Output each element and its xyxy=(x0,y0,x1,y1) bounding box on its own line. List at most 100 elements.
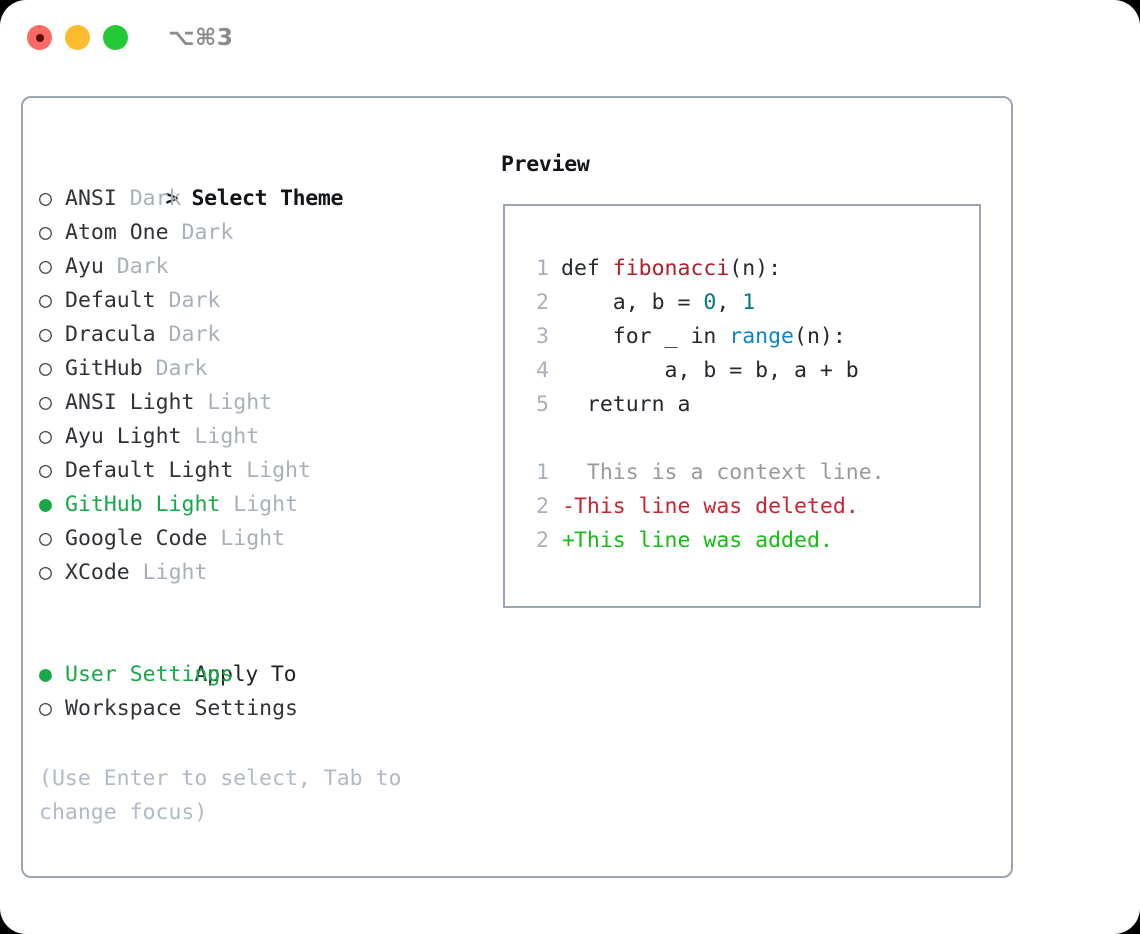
theme-option-variant: Dark xyxy=(116,186,182,211)
theme-option-variant: Light xyxy=(129,560,208,585)
code-token: for _ in xyxy=(561,324,730,349)
keyboard-hint: (Use Enter to select, Tab to change focu… xyxy=(39,766,402,825)
theme-option-variant: Light xyxy=(181,424,260,449)
radio-unselected-icon: ○ xyxy=(39,322,52,347)
code-line-number: 5 xyxy=(536,392,549,417)
code-token: return a xyxy=(561,392,691,417)
code-line: 4 a, b = b, a + b xyxy=(523,354,973,388)
theme-option-variant: Dark xyxy=(155,322,221,347)
radio-unselected-icon: ○ xyxy=(39,526,52,551)
theme-option-variant: Dark xyxy=(155,288,221,313)
theme-selector-column: >Select Theme ○ANSI Dark○Atom One Dark○A… xyxy=(39,148,479,726)
close-button[interactable] xyxy=(27,25,52,50)
theme-option[interactable]: ○ ANSI Light Light xyxy=(39,386,479,420)
code-token: This is a context line. xyxy=(561,460,885,485)
radio-unselected-icon: ○ xyxy=(39,424,52,449)
code-token: (n): xyxy=(794,324,846,349)
prompt-caret-icon: > xyxy=(165,186,179,211)
theme-option-variant: Light xyxy=(194,390,273,415)
apply-to-option[interactable]: ○ Workspace Settings xyxy=(39,692,479,726)
diff-marker xyxy=(549,354,561,388)
theme-option-variant: Light xyxy=(207,526,286,551)
theme-option[interactable]: ● GitHub Light Light xyxy=(39,488,479,522)
diff-marker xyxy=(549,422,561,456)
radio-unselected-icon: ○ xyxy=(39,390,52,415)
minimize-button[interactable] xyxy=(65,25,90,50)
radio-unselected-icon: ○ xyxy=(39,220,52,245)
theme-option-name: XCode xyxy=(65,560,130,585)
theme-option-name: Atom One xyxy=(65,220,169,245)
diff-marker xyxy=(549,388,561,422)
maximize-button[interactable] xyxy=(103,25,128,50)
diff-marker xyxy=(549,320,561,354)
radio-unselected-icon: ○ xyxy=(39,356,52,381)
theme-option-name: Ayu xyxy=(65,254,104,279)
radio-unselected-icon: ○ xyxy=(39,186,52,211)
code-token: 1 xyxy=(742,290,756,315)
theme-option-variant: Dark xyxy=(103,254,169,279)
code-line: 2 a, b = 0, 1 xyxy=(523,286,973,320)
theme-option[interactable]: ○ Default Light Light xyxy=(39,454,479,488)
main-panel: >Select Theme ○ANSI Dark○Atom One Dark○A… xyxy=(21,96,1013,878)
preview-title: Preview xyxy=(501,152,590,177)
theme-option[interactable]: ○ Ayu Light Light xyxy=(39,420,479,454)
theme-option[interactable]: ○ ANSI Dark xyxy=(39,182,479,216)
theme-option[interactable]: ○ GitHub Dark xyxy=(39,352,479,386)
diff-marker: + xyxy=(549,528,575,553)
theme-option[interactable]: ○ XCode Light xyxy=(39,556,479,590)
theme-option-name: GitHub Light xyxy=(65,492,221,517)
theme-option-variant: Light xyxy=(233,458,311,483)
apply-to-option-name: Workspace Settings xyxy=(65,696,298,721)
apply-to-heading: Apply To xyxy=(39,624,479,687)
theme-option[interactable]: ○ Default Dark xyxy=(39,284,479,318)
theme-option-name: Default xyxy=(65,288,156,313)
apply-to-title: Apply To xyxy=(194,662,297,687)
radio-unselected-icon: ○ xyxy=(39,560,52,585)
theme-option[interactable]: ○ Atom One Dark xyxy=(39,216,479,250)
title-bar: ⌥⌘3 xyxy=(0,0,1140,78)
code-token: This line was added. xyxy=(561,528,833,553)
code-line: 5 return a xyxy=(523,388,973,422)
theme-option-variant: Dark xyxy=(142,356,208,381)
radio-unselected-icon: ○ xyxy=(39,458,52,483)
theme-option-variant: Dark xyxy=(168,220,234,245)
list-spacer xyxy=(39,590,479,624)
apply-to-option[interactable]: ● User Settings xyxy=(39,658,479,692)
code-token: range xyxy=(729,324,795,349)
theme-option-variant: Light xyxy=(220,492,299,517)
code-token: (n): xyxy=(729,256,782,281)
code-token: a, b = b, a + b xyxy=(561,358,859,383)
radio-unselected-icon: ○ xyxy=(39,288,52,313)
code-line: 3 for _ in range(n): xyxy=(523,320,973,354)
apply-to-option-name: User Settings xyxy=(65,662,234,687)
radio-selected-icon: ● xyxy=(39,662,52,687)
code-token: 0 xyxy=(703,290,717,315)
radio-selected-icon: ● xyxy=(39,492,52,517)
theme-option-name: ANSI Light xyxy=(65,390,195,415)
preview-column: Preview xyxy=(501,148,1001,182)
code-line-number: 2 xyxy=(536,494,549,519)
code-line-number: 1 xyxy=(536,460,549,485)
code-line-number: 3 xyxy=(536,324,549,349)
radio-unselected-icon: ○ xyxy=(39,696,52,721)
theme-option-name: ANSI xyxy=(65,186,117,211)
diff-marker xyxy=(549,252,561,286)
code-line: 1 def fibonacci(n): xyxy=(523,252,973,286)
code-token: def xyxy=(561,256,613,281)
theme-option[interactable]: ○ Dracula Dark xyxy=(39,318,479,352)
theme-option[interactable]: ○Google Code Light xyxy=(39,522,479,556)
theme-option[interactable]: ○Ayu Dark xyxy=(39,250,479,284)
code-line-number: 2 xyxy=(536,528,549,553)
theme-option-name: Default Light xyxy=(65,458,234,483)
theme-option-name: GitHub xyxy=(65,356,143,381)
code-token: , xyxy=(716,290,743,315)
code-token: a, b = xyxy=(561,290,704,315)
keyboard-shortcut-label: ⌥⌘3 xyxy=(168,25,234,51)
theme-option-name: Dracula xyxy=(65,322,156,347)
window-controls xyxy=(27,25,128,50)
theme-option-name: Ayu Light xyxy=(65,424,182,449)
code-line: 2 - This line was deleted. xyxy=(523,490,973,524)
